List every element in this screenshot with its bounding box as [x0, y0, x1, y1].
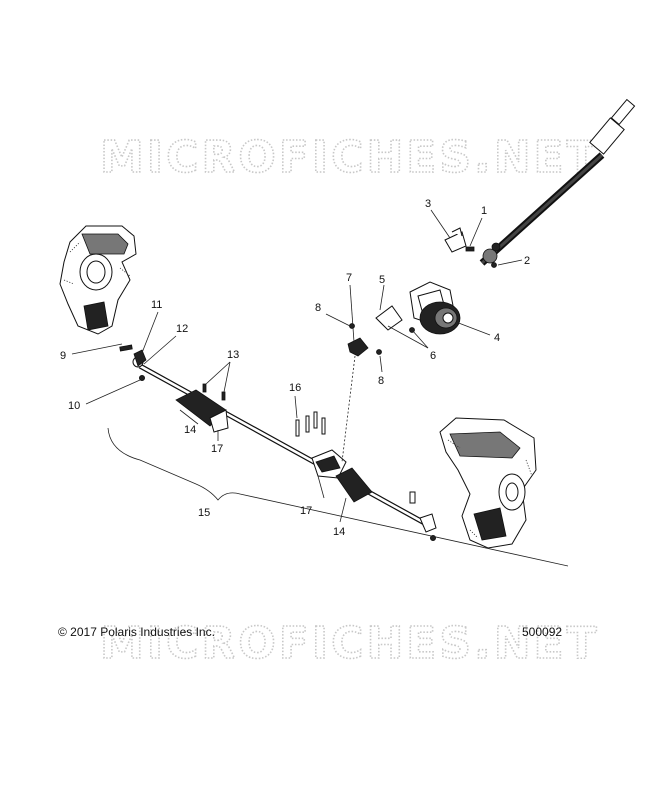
callout-15: 15 — [198, 507, 210, 519]
callout-16: 16 — [289, 382, 301, 394]
callouts: 1 2 3 4 5 6 7 8 8 9 10 11 12 13 14 14 15… — [60, 198, 530, 538]
steering-shaft — [479, 98, 636, 266]
steering-rack — [119, 344, 437, 542]
callout-8-upper: 8 — [315, 302, 321, 314]
callout-1: 1 — [481, 205, 487, 217]
callout-3: 3 — [425, 198, 431, 210]
callout-4: 4 — [494, 332, 500, 344]
callout-7: 7 — [346, 272, 352, 284]
right-knuckle — [439, 417, 537, 549]
callout-14-left: 14 — [184, 424, 196, 436]
callout-13: 13 — [227, 349, 239, 361]
copyright-text: © 2017 Polaris Industries Inc. — [58, 625, 215, 639]
watermark-bottom: MICROFICHES.NET — [100, 618, 600, 669]
callout-6: 6 — [430, 350, 436, 362]
callout-5: 5 — [379, 274, 385, 286]
steering-gear-unit — [375, 281, 461, 335]
upper-bracket — [444, 227, 497, 268]
callout-8-lower: 8 — [378, 375, 384, 387]
callout-10: 10 — [68, 400, 80, 412]
callout-9: 9 — [60, 350, 66, 362]
callout-17-left: 17 — [211, 443, 223, 455]
callout-12: 12 — [176, 323, 188, 335]
callout-11: 11 — [151, 299, 162, 311]
small-bracket — [347, 323, 382, 357]
diagram-number: 500092 — [522, 625, 562, 639]
leader-lines — [71, 209, 569, 567]
callout-2: 2 — [524, 255, 530, 267]
left-knuckle — [59, 225, 137, 335]
callout-14-right: 14 — [333, 526, 345, 538]
callout-17-right: 17 — [300, 505, 312, 517]
watermark-top: MICROFICHES.NET — [100, 132, 600, 183]
